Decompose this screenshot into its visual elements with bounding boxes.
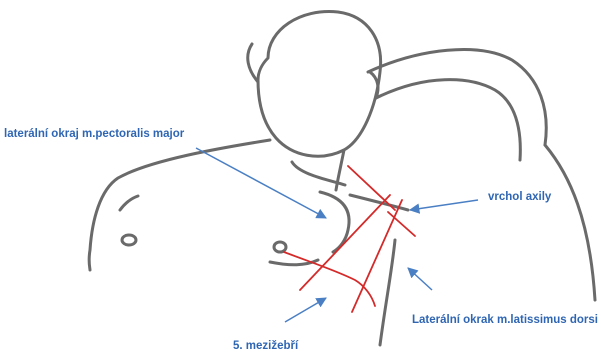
pectoralis-label: laterální okraj m.pectoralis major	[4, 129, 184, 141]
axilla-arrow	[410, 200, 478, 210]
body-outline	[89, 12, 595, 345]
latissimus-arrow	[408, 268, 432, 290]
intercostal-arrow	[285, 298, 326, 322]
head-outline-left	[248, 44, 258, 82]
raised-arm-lower	[376, 80, 520, 160]
latissimus-label: Laterální okrak m.latissimus dorsi	[412, 315, 598, 327]
pectoralis-arrow	[196, 148, 326, 218]
chest-contour	[292, 162, 345, 185]
intercostal-label: 5. mezižebří	[233, 341, 298, 353]
arm-outer-contour	[545, 145, 595, 300]
left-chest-fold	[120, 196, 138, 210]
left-nipple	[122, 235, 136, 245]
axilla-label: vrchol axily	[488, 192, 551, 204]
right-nipple	[274, 242, 286, 252]
left-shoulder	[89, 140, 270, 270]
axilla-top-line	[348, 166, 395, 210]
pointer-arrows	[196, 148, 478, 322]
head-outline	[258, 12, 381, 157]
lateral-trunk-contour	[380, 240, 395, 345]
hand-behind-head	[370, 72, 378, 98]
